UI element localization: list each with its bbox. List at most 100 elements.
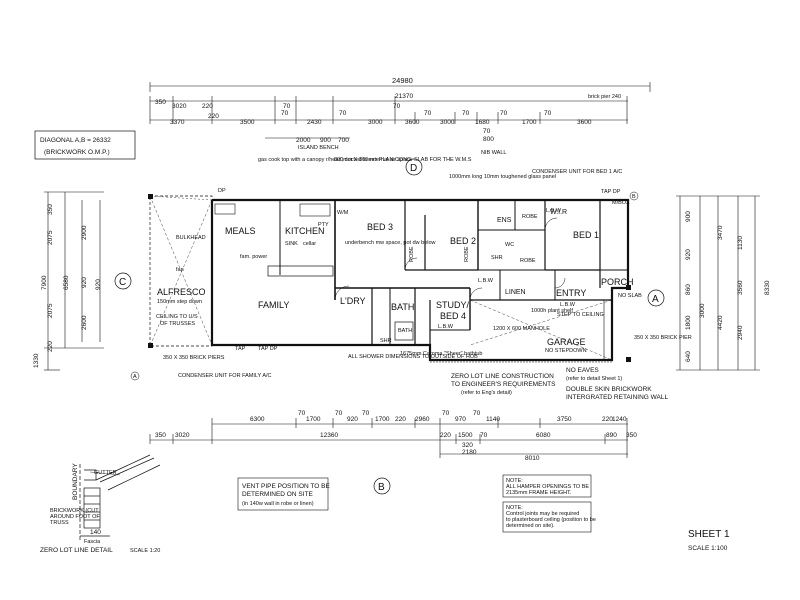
dim-left-inner-0: 2900	[81, 225, 88, 240]
note-brick-pier: 350 X 350 BRICK PIER	[634, 335, 692, 341]
note-control-4: determined on site).	[506, 523, 555, 529]
note-lbw-3: L.B.W	[438, 324, 454, 330]
room-linen: LINEN	[505, 289, 526, 296]
dim-bot-r1-1: 70	[298, 410, 306, 417]
dim-bot-r1-8: 2960	[415, 416, 430, 423]
dim-top-r2-9: 3000	[440, 119, 455, 126]
dim-top-r2-11: 1680	[475, 119, 490, 126]
dim-bot-r1-13: 3750	[557, 416, 572, 423]
note-control-1: NOTE:	[506, 505, 523, 511]
corner-b-label: B	[632, 194, 636, 200]
note-slab: NO SLAB	[618, 293, 642, 299]
detail-gutter: GUTTER	[94, 470, 117, 476]
room-family: FAMILY	[258, 300, 289, 310]
note-control-3: to plasterboard ceiling (position to be	[506, 517, 596, 523]
dim-bot-r1-7: 220	[395, 416, 406, 423]
dim-brick-pier: brick pier 240	[588, 94, 621, 100]
note-fam-power: fam. power	[240, 254, 267, 260]
room-wir: W.I.R	[550, 209, 567, 216]
dim-right-overall: 8330	[764, 280, 771, 295]
room-laundry: L'DRY	[340, 296, 366, 306]
note-gas-cooktop: gas cook top with a canopy r/head, ducte…	[258, 157, 412, 163]
dim-left-inner-5: 2600	[81, 315, 88, 330]
dim-right-a1: 3560	[737, 280, 744, 295]
dim-top-r2-13: 1700	[522, 119, 537, 126]
detail-brickwork-2: AROUND FOOT OF	[50, 514, 100, 520]
room-porch: PORCH	[601, 277, 634, 287]
dim-bot-r3-0: 320	[462, 442, 473, 449]
note-bathtub: 1675mm Caroma "Sheer" bathtub	[400, 351, 482, 357]
note-vent-1: VENT PIPE POSITION TO BE	[242, 483, 330, 490]
dim-bot-r1-4: 920	[347, 416, 358, 423]
dim-top-r1-3: 70	[283, 103, 291, 110]
bulkhead-label: BULKHEAD	[176, 235, 206, 241]
pantry-label: PTY	[318, 222, 329, 228]
bubble-b-label: B	[378, 482, 385, 493]
corner-a-label: A	[133, 374, 137, 380]
note-condenser-family: CONDENSER UNIT FOR FAMILY A/C	[178, 373, 272, 379]
dim-bot-r2-4: 1500	[458, 432, 473, 439]
room-alfresco: ALFRESCO	[157, 287, 206, 297]
hamper-note-box	[502, 474, 592, 498]
note-zero-lot-3: (refer to Eng's detail)	[461, 390, 512, 396]
left-dimensions	[44, 191, 104, 371]
right-dimensions	[676, 195, 760, 371]
bubble-b	[373, 477, 391, 495]
dim-right-c4: 640	[685, 351, 692, 362]
dim-bot-r1-10: 970	[455, 416, 466, 423]
bubble-d	[405, 158, 423, 176]
dim-bot-r1-3: 70	[335, 410, 343, 417]
dim-bot-r1-2: 1700	[306, 416, 321, 423]
room-garage: GARAGE	[547, 337, 586, 347]
bubble-a	[647, 289, 665, 307]
dim-bot-r1-12: 1140	[486, 416, 500, 423]
dim-right-b1: 3000	[699, 303, 706, 318]
alfresco-sub: 150mm step down	[157, 299, 202, 305]
bubble-a-label: A	[652, 294, 659, 305]
note-shelf: 1000h plant shelf	[531, 308, 573, 314]
note-lbw-4: L.B.W	[546, 208, 562, 214]
dim-top-r2-3: 70	[281, 110, 289, 117]
note-tap-dp-2: TAP DP	[258, 346, 278, 352]
dim-left-0: 350	[47, 204, 54, 215]
diagonal-note-box	[34, 130, 136, 160]
dim-bot-r2-0: 350	[155, 432, 166, 439]
detail-title: ZERO LOT LINE DETAIL	[40, 547, 113, 554]
robe-2: ROBE	[520, 258, 536, 264]
dim-island-1: 900	[320, 137, 331, 144]
sink-label: SINK	[285, 241, 298, 247]
dim-right-b0: 4420	[717, 315, 724, 330]
dim-right-a3: 3470	[717, 225, 724, 240]
dim-top-r1-4: 70	[393, 103, 401, 110]
detail-scale: SCALE 1:20	[130, 548, 160, 554]
room-wc: WC	[505, 242, 514, 248]
dim-top-r1-1: 3020	[172, 103, 187, 110]
robe-4: ROBE	[464, 246, 470, 262]
room-entry: ENTRY	[556, 288, 586, 298]
sheet-title: SHEET 1	[688, 529, 730, 540]
bath-tub-label: BATH	[398, 328, 412, 334]
dim-right-c2: 860	[685, 284, 692, 295]
dim-bot-r1-14: 220	[602, 416, 613, 423]
bubble-c	[114, 272, 132, 290]
note-hamper-3: 2135mm FRAME HEIGHT.	[506, 490, 572, 496]
room-bed4: BED 4	[440, 311, 466, 321]
dim-left-mid: 6580	[63, 275, 70, 290]
brick-piers	[148, 194, 631, 362]
note-double-skin-2: INTERGRATED RETAINING WALL	[566, 394, 668, 401]
bubble-c-label: C	[119, 277, 126, 288]
dim-top-r2-14: 70	[544, 110, 552, 117]
ceiling-label-2: OF TRUSSES	[160, 321, 195, 327]
note-zero-lot: ZERO LOT LINE CONSTRUCTION	[451, 373, 554, 380]
ceiling-label: CEILING TO U/S	[156, 314, 198, 320]
dim-bot-r3-2: 8010	[525, 455, 540, 462]
note-zero-lot-2: TO ENGINEER'S REQUIREMENTS	[451, 381, 556, 388]
dim-top-r1-2: 220	[202, 103, 213, 110]
dim-top-r2-5: 70	[339, 110, 347, 117]
dim-top-r2-7: 3600	[405, 119, 420, 126]
vent-note-box	[237, 477, 329, 511]
dim-island-2: 700	[338, 137, 349, 144]
diagonal-note-line1: DIAGONAL A,B = 26332	[40, 137, 111, 144]
note-glass-panel: 1000mm long 10mm toughened glass panel	[449, 174, 556, 180]
note-no-eaves-2: (refer to detail Sheet 1)	[566, 376, 622, 382]
